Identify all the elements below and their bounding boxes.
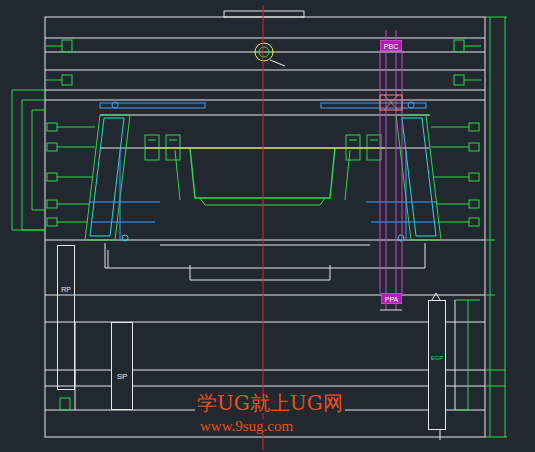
- pin-label-box: PPA: [381, 293, 402, 304]
- pin-label-box: PBC: [380, 40, 402, 51]
- watermark-url: www.9sug.com: [198, 419, 295, 434]
- support-pillar: SP: [111, 322, 133, 410]
- part-code: EGP: [429, 355, 445, 361]
- part-code: SP: [112, 373, 132, 381]
- part-code: PPA: [382, 296, 401, 303]
- part-code: PBC: [381, 43, 401, 50]
- watermark: 学UG就上UG网: [195, 393, 345, 413]
- ejector-guide-pin: EGP: [428, 300, 446, 430]
- return-pin: RP: [57, 245, 75, 390]
- part-code: RP: [58, 286, 74, 293]
